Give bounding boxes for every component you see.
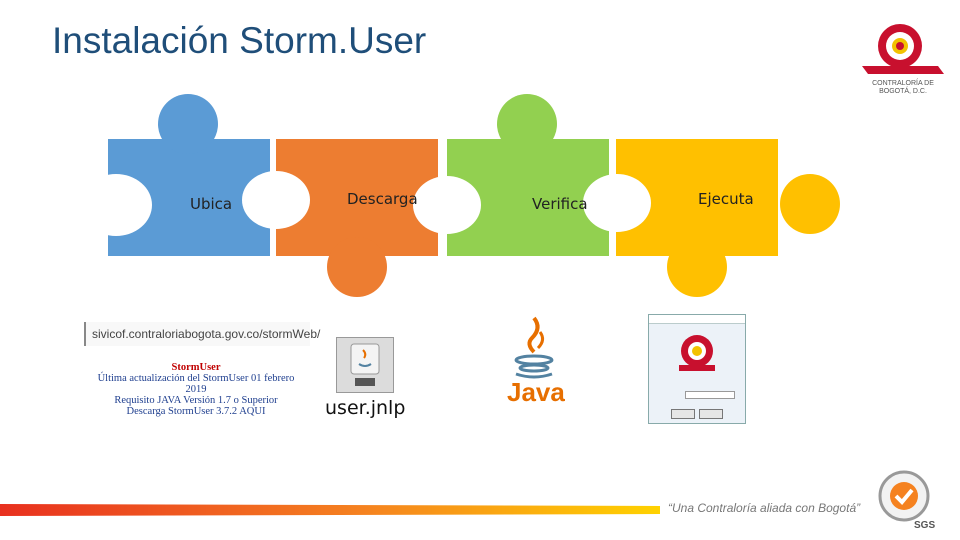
puzzle-piece-verifica [413, 94, 609, 256]
login-cancel-button[interactable] [699, 409, 723, 419]
java-logo-icon [514, 316, 554, 379]
puzzle-piece-ubica [80, 94, 270, 256]
url-bar: sivicof.contraloriabogota.gov.co/stormWe… [84, 322, 320, 346]
step-label-descarga: Descarga [347, 190, 418, 208]
stormuser-info: StormUser Última actualización del Storm… [96, 362, 296, 417]
java-logo-text: Java [507, 377, 565, 407]
footer-tagline: “Una Contraloría aliada con Bogotá” [668, 501, 861, 515]
stormuser-download-line[interactable]: Descarga StormUser 3.7.2 AQUI [126, 406, 266, 417]
stormuser-update-line: Última actualización del StormUser 01 fe… [97, 373, 295, 395]
step-label-ejecuta: Ejecuta [698, 190, 754, 208]
contraloria-logo-icon [862, 24, 944, 74]
stormuser-title: StormUser [171, 362, 221, 373]
step-label-verifica: Verifica [532, 195, 588, 213]
java-file-icon [336, 337, 394, 393]
stormuser-requirement-line: Requisito JAVA Versión 1.7 o Superior [114, 395, 278, 406]
login-window-titlebar [649, 315, 745, 324]
login-accept-button[interactable] [671, 409, 695, 419]
stormuser-login-window [648, 314, 746, 424]
footer-gradient-bar [0, 504, 660, 516]
login-logo-icon [679, 335, 715, 371]
puzzle-piece-descarga [242, 139, 438, 297]
logo-text: CONTRALORÍA DE BOGOTÁ, D.C. [872, 80, 934, 95]
step-label-ubica: Ubica [190, 195, 233, 213]
login-password-field[interactable] [685, 391, 735, 399]
jnlp-file-label: user.jnlp [325, 397, 406, 419]
sgs-seal-icon: SGS [878, 470, 935, 530]
puzzle-piece-ejecuta [583, 139, 840, 297]
sgs-text: SGS [914, 520, 935, 530]
page-title: Instalación Storm.User [52, 20, 427, 61]
